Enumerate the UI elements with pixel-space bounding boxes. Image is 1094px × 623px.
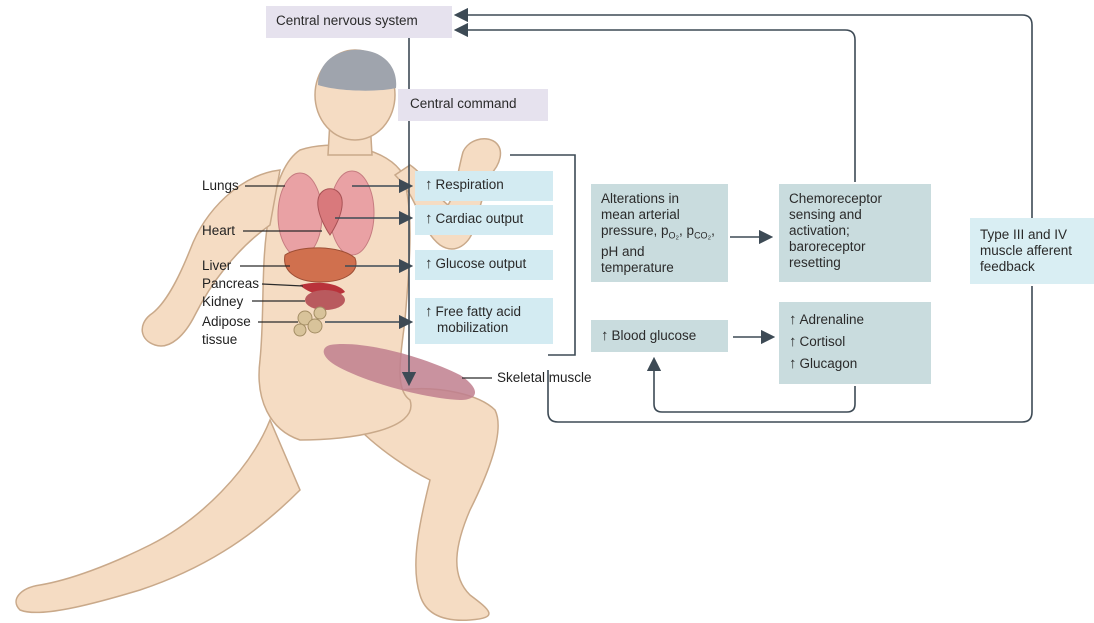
cortisol-label: Cortisol bbox=[800, 334, 846, 349]
central-command-label: Central command bbox=[410, 96, 517, 111]
ffa-line-2: mobilization bbox=[425, 320, 543, 336]
increase-arrow-icon: ↑ bbox=[425, 255, 433, 272]
pancreas-label: Pancreas bbox=[202, 276, 259, 292]
increase-arrow-icon: ↑ bbox=[425, 303, 433, 320]
lungs-label: Lungs bbox=[202, 178, 239, 194]
chemo-line-1: Chemoreceptor bbox=[789, 191, 921, 207]
increase-arrow-icon: ↑ bbox=[789, 311, 797, 328]
adipose-label: Adipose bbox=[202, 314, 251, 330]
blood-glucose-box: ↑Blood glucose bbox=[591, 320, 728, 352]
alterations-line-5: temperature bbox=[601, 260, 718, 276]
back-leg bbox=[16, 420, 300, 612]
cardiac-output-label: Cardiac output bbox=[436, 211, 524, 226]
alterations-line-3: pressure, pO₂, pCO₂, bbox=[601, 223, 718, 244]
alterations-line-2: mean arterial bbox=[601, 207, 718, 223]
hormones-box: ↑Adrenaline ↑Cortisol ↑Glucagon bbox=[779, 302, 931, 384]
kidney-label: Kidney bbox=[202, 294, 243, 310]
blood-glucose-label: Blood glucose bbox=[612, 328, 697, 343]
central-nervous-system-box: Central nervous system bbox=[266, 6, 452, 38]
glucose-output-box: ↑Glucose output bbox=[415, 250, 553, 280]
chemo-line-5: resetting bbox=[789, 255, 921, 271]
ffa-line-1: Free fatty acid bbox=[436, 304, 522, 319]
free-fatty-acid-box: ↑Free fatty acid mobilization bbox=[415, 298, 553, 344]
alterations-box: Alterations in mean arterial pressure, p… bbox=[591, 184, 728, 282]
respiration-box: ↑Respiration bbox=[415, 171, 553, 201]
glucagon-label: Glucagon bbox=[800, 356, 858, 371]
tissue-label: tissue bbox=[202, 332, 237, 348]
chemoreceptor-box: Chemoreceptor sensing and activation; ba… bbox=[779, 184, 931, 282]
type3-line-2: muscle afferent bbox=[980, 243, 1084, 259]
type3-line-1: Type III and IV bbox=[980, 227, 1084, 243]
increase-arrow-icon: ↑ bbox=[789, 355, 797, 372]
increase-arrow-icon: ↑ bbox=[789, 333, 797, 350]
central-command-box: Central command bbox=[398, 89, 548, 121]
glucose-output-label: Glucose output bbox=[436, 256, 527, 271]
central-nervous-system-label: Central nervous system bbox=[276, 13, 418, 28]
chemo-line-2: sensing and bbox=[789, 207, 921, 223]
skeletal-muscle-label: Skeletal muscle bbox=[497, 370, 592, 386]
kidney-shape bbox=[305, 290, 345, 310]
heart-label: Heart bbox=[202, 223, 235, 239]
adrenaline-label: Adrenaline bbox=[800, 312, 865, 327]
type-iii-iv-feedback-box: Type III and IV muscle afferent feedback bbox=[970, 218, 1094, 284]
alterations-line-1: Alterations in bbox=[601, 191, 718, 207]
chemo-line-4: baroreceptor bbox=[789, 239, 921, 255]
alterations-line-4: pH and bbox=[601, 244, 718, 260]
liver-label: Liver bbox=[202, 258, 231, 274]
type3-line-3: feedback bbox=[980, 259, 1084, 275]
cardiac-output-box: ↑Cardiac output bbox=[415, 205, 553, 235]
increase-arrow-icon: ↑ bbox=[425, 210, 433, 227]
increase-arrow-icon: ↑ bbox=[601, 327, 609, 344]
brain bbox=[318, 50, 396, 91]
respiration-label: Respiration bbox=[436, 177, 504, 192]
increase-arrow-icon: ↑ bbox=[425, 176, 433, 193]
liver-shape bbox=[285, 248, 356, 282]
chemo-line-3: activation; bbox=[789, 223, 921, 239]
